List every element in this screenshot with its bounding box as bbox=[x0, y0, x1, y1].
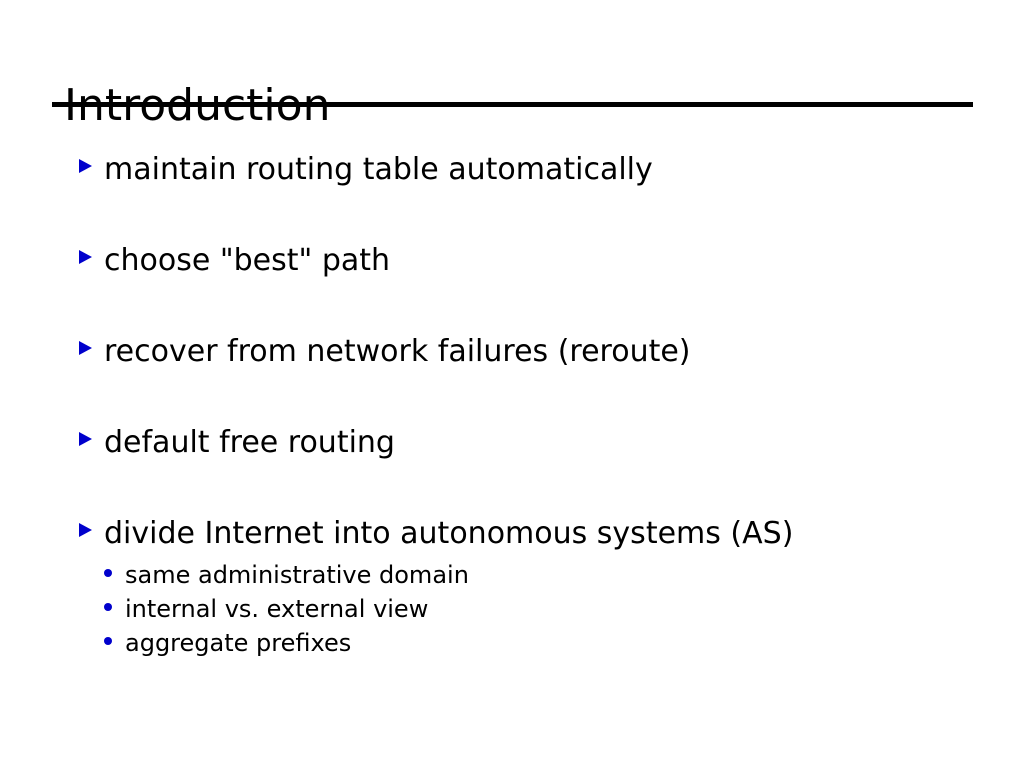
bullet-item: divide Internet into autonomous systems … bbox=[76, 517, 793, 551]
dot-icon bbox=[103, 600, 125, 614]
sub-bullet-item: aggregate prefixes bbox=[103, 629, 351, 657]
bullet-item: recover from network failures (reroute) bbox=[76, 335, 691, 369]
sub-bullet-label: internal vs. external view bbox=[125, 595, 429, 623]
bullet-label: divide Internet into autonomous systems … bbox=[104, 516, 794, 551]
bullet-item: default free routing bbox=[76, 426, 395, 460]
dot-icon bbox=[103, 566, 125, 580]
triangle-right-icon bbox=[76, 248, 104, 266]
dot-icon bbox=[103, 634, 125, 648]
bullet-label: choose "best" path bbox=[104, 243, 391, 278]
triangle-right-icon bbox=[76, 521, 104, 539]
bullet-label: recover from network failures (reroute) bbox=[104, 334, 691, 369]
sub-bullet-label: same administrative domain bbox=[125, 561, 469, 589]
title-divider bbox=[52, 102, 973, 107]
triangle-right-icon bbox=[76, 430, 104, 448]
sub-bullet-item: same administrative domain bbox=[103, 561, 469, 589]
bullet-item: choose "best" path bbox=[76, 244, 390, 278]
bullet-item: maintain routing table automatically bbox=[76, 153, 653, 187]
triangle-right-icon bbox=[76, 339, 104, 357]
sub-bullet-label: aggregate prefixes bbox=[125, 629, 352, 657]
triangle-right-icon bbox=[76, 157, 104, 175]
bullet-label: maintain routing table automatically bbox=[104, 152, 653, 187]
bullet-label: default free routing bbox=[104, 425, 395, 460]
sub-bullet-item: internal vs. external view bbox=[103, 595, 428, 623]
